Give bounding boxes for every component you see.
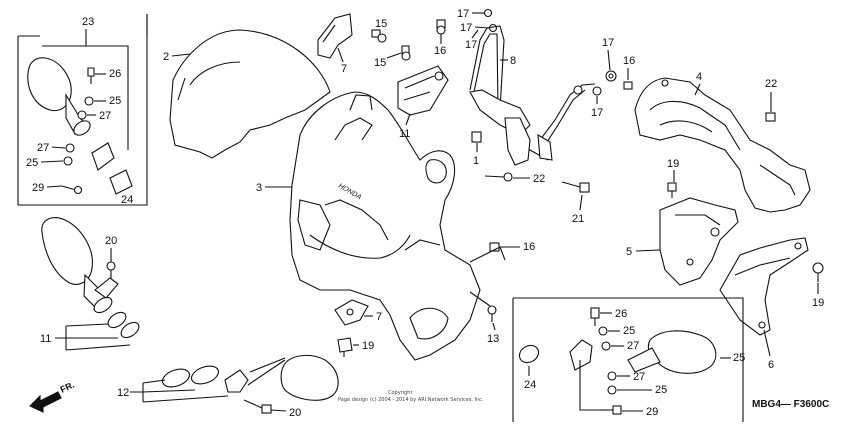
nut-16-right[interactable]	[623, 81, 633, 90]
diagram-code: MBG4— F3600C	[752, 399, 829, 410]
bracket-part-7[interactable]	[334, 299, 369, 326]
bolt-21-lower[interactable]	[243, 399, 272, 414]
callout-29[interactable]: 29	[32, 182, 44, 194]
callout-13[interactable]: 13	[487, 333, 499, 345]
nut-17-right-b[interactable]	[592, 86, 602, 96]
callout-21[interactable]: 20	[105, 235, 117, 247]
callout-16[interactable]: 16	[523, 241, 535, 253]
panel-part-9[interactable]	[317, 13, 353, 59]
callout-10[interactable]: 11	[399, 128, 410, 140]
callout-25[interactable]: 25	[733, 352, 745, 364]
callout-3[interactable]: 3	[256, 182, 262, 194]
callout-24[interactable]: 24	[121, 194, 133, 206]
air-duct-part-4[interactable]	[634, 77, 811, 213]
callout-12[interactable]: 12	[117, 387, 129, 399]
callout-16[interactable]: 16	[434, 45, 446, 57]
callout-19[interactable]: 19	[812, 297, 824, 309]
front-arrow-label: FR.	[59, 380, 76, 395]
callout-20[interactable]: 22	[533, 173, 545, 185]
callout-4[interactable]: 4	[696, 71, 702, 83]
inset-left-callouts: 26 25 27 27 25 29 24	[26, 68, 133, 206]
callout-26[interactable]: 26	[109, 68, 121, 80]
callout-19[interactable]: 19	[362, 340, 374, 352]
callout-15[interactable]: 15	[375, 18, 387, 30]
nut-17-right[interactable]	[605, 70, 617, 82]
upper-cowl-part-3[interactable]	[289, 91, 481, 361]
bolt-20-right[interactable]	[765, 112, 776, 122]
callout-24[interactable]: 24	[524, 379, 536, 391]
callout-15[interactable]: 15	[374, 57, 386, 69]
right-turn-signal-inset[interactable]	[516, 330, 717, 374]
callout-8[interactable]: 8	[510, 55, 516, 67]
callout-16[interactable]: 16	[623, 55, 635, 67]
callout-6[interactable]: 6	[768, 359, 774, 371]
copyright-line-1: Copyright	[388, 390, 412, 396]
front-direction-arrow: FR.	[29, 380, 76, 413]
callout-17[interactable]: 17	[591, 107, 603, 119]
callout-19[interactable]: 19	[667, 158, 679, 170]
left-turn-signal-inset[interactable]	[27, 57, 93, 138]
callout-9[interactable]: 7	[341, 63, 347, 75]
bolt-22[interactable]	[561, 181, 590, 193]
turn-signal-part-12[interactable]	[160, 354, 339, 401]
bolt-15-a[interactable]	[371, 29, 387, 43]
callout-28[interactable]: 27	[99, 110, 111, 122]
inset-small-parts-left[interactable]	[61, 67, 133, 195]
inset-small-parts-right[interactable]	[579, 307, 622, 415]
callout-28[interactable]: 27	[627, 340, 639, 352]
callout-2[interactable]: 2	[163, 51, 169, 63]
bolt-15-b[interactable]	[401, 45, 411, 61]
callout-17[interactable]: 17	[602, 37, 614, 49]
left-turn-signal[interactable]	[41, 217, 142, 341]
callout-1[interactable]: 1	[473, 155, 479, 167]
callout-17[interactable]: 17	[460, 22, 472, 34]
bolt-13[interactable]	[487, 305, 497, 322]
callout-27[interactable]: 25	[623, 325, 635, 337]
bolt-16-top[interactable]	[436, 19, 446, 35]
callout-28[interactable]: 27	[633, 371, 645, 383]
panel-part-10[interactable]	[397, 65, 449, 116]
copyright-line-2: Page design (c) 2004 - 2014 by ARI Netwo…	[338, 397, 484, 403]
inset-box-left: 23	[17, 14, 148, 206]
callout-28[interactable]: 27	[37, 142, 49, 154]
callout-7[interactable]: 7	[376, 311, 382, 323]
windscreen-part-2[interactable]	[169, 29, 331, 159]
callout-22[interactable]: 21	[572, 213, 584, 225]
callout-27[interactable]: 25	[109, 95, 121, 107]
grommet-part-1[interactable]	[471, 131, 482, 143]
lower-panel-part-6[interactable]	[719, 237, 809, 336]
callout-17[interactable]: 17	[465, 39, 477, 51]
callout-27[interactable]: 25	[26, 157, 38, 169]
clip-19-center[interactable]	[337, 337, 353, 357]
bolt-21-left[interactable]	[106, 261, 116, 278]
bolt-19-right[interactable]	[812, 262, 824, 282]
inset-box-right: 25	[512, 297, 745, 422]
callout-23[interactable]: 23	[82, 16, 94, 28]
inset-right-callouts: 26 25 27 27 25 29 24	[524, 308, 667, 418]
cowl-stay-part-8[interactable]	[469, 25, 596, 166]
callout-29[interactable]: 29	[646, 406, 658, 418]
bolt-19-upper[interactable]	[667, 182, 677, 198]
callout-26[interactable]: 26	[615, 308, 627, 320]
bolt-20-center[interactable]	[484, 172, 513, 182]
callout-21[interactable]: 20	[289, 407, 301, 419]
callout-20[interactable]: 22	[765, 78, 777, 90]
callout-17[interactable]: 17	[457, 8, 469, 20]
callout-11[interactable]: 11	[40, 333, 51, 345]
inner-panel-part-5[interactable]	[659, 197, 739, 286]
callout-5[interactable]: 5	[626, 246, 632, 258]
callout-27[interactable]: 25	[655, 384, 667, 396]
